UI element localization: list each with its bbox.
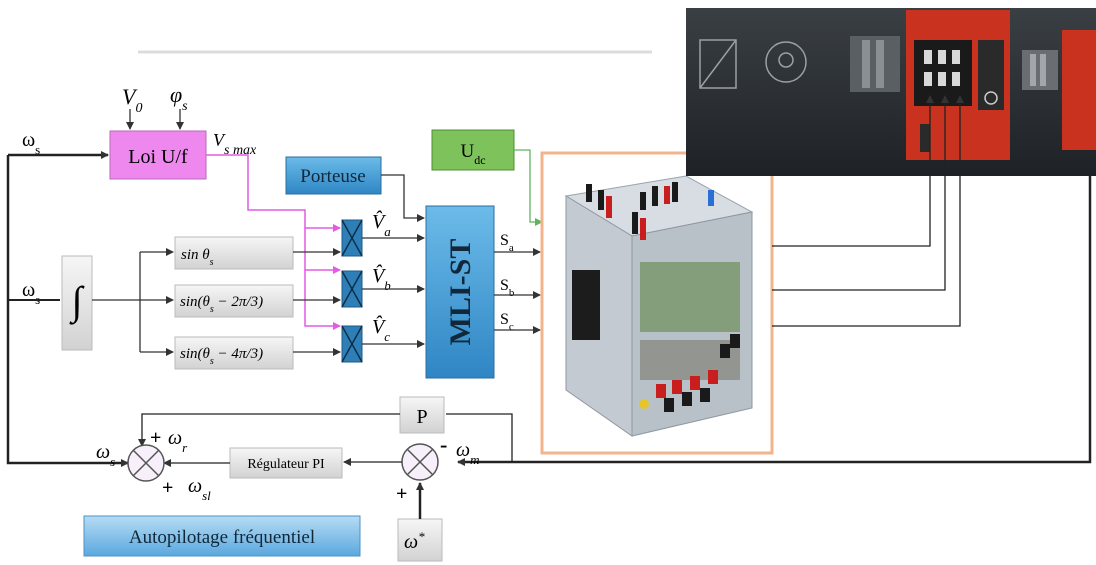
autopilotage-label: Autopilotage fréquentiel	[129, 527, 315, 548]
wsl-label: ω	[188, 475, 202, 497]
pi-regulator-label: Régulateur PI	[247, 457, 325, 472]
comparator-minus-sign: -	[440, 432, 447, 457]
omega-ref-label: ω	[404, 531, 418, 553]
vsmax-line-b	[305, 228, 340, 270]
svg-text:V̂a: V̂a	[372, 210, 391, 239]
svg-text:ωs: ωs	[22, 279, 40, 307]
porteuse-label: Porteuse	[300, 166, 365, 187]
sin-c-label: sin(θ	[180, 346, 211, 362]
svg-text:V0: V0	[122, 84, 142, 116]
sin-b-tail: − 2π/3)	[214, 294, 263, 310]
phis-label: φ	[170, 82, 182, 107]
sum-plus-bottom: +	[162, 477, 173, 499]
sc-sub: c	[509, 321, 514, 333]
svg-text:Sb: Sb	[500, 277, 515, 299]
udc-arrow	[514, 150, 542, 222]
p-label: P	[416, 406, 427, 428]
ws-sum-label: ω	[96, 441, 110, 463]
phis-sub: s	[182, 99, 188, 114]
sb-sub: b	[509, 287, 515, 299]
comparator-plus-sign: +	[396, 483, 407, 505]
vc-sub: c	[384, 329, 390, 344]
sin-b-label: sin(θ	[180, 294, 211, 310]
sin-c-tail: − 4π/3)	[214, 346, 263, 362]
loi-uf-label: Loi U/f	[128, 146, 188, 168]
multiplier-c	[342, 326, 362, 362]
svg-text:φs: φs	[170, 82, 188, 114]
svg-text:ωs: ωs	[96, 441, 115, 469]
ws-mid-label: ω	[22, 279, 35, 301]
sa-label: S	[500, 232, 509, 249]
inverter-image	[542, 153, 772, 453]
udc-sub: dc	[474, 153, 485, 167]
omega-ref-sup: *	[418, 529, 425, 544]
sum-plus-top: +	[150, 427, 161, 449]
svg-text:Sa: Sa	[500, 232, 514, 254]
wsl-sub: sl	[202, 488, 211, 503]
porteuse-arrow	[381, 175, 424, 218]
svg-text:ωsl: ωsl	[188, 475, 211, 503]
mli-st-label: MLI-ST	[444, 239, 477, 346]
wm-sub: m	[470, 452, 479, 467]
svg-text:ωs: ωs	[22, 129, 40, 157]
sin-a-sub: s	[210, 257, 214, 268]
sin-a-label: sin θ	[181, 247, 210, 263]
sc-label: S	[500, 311, 509, 328]
comparator-slip	[128, 445, 164, 481]
multiplier-a	[342, 220, 362, 256]
svg-text:Vs max: Vs max	[213, 130, 257, 158]
vb-sub: b	[384, 278, 391, 293]
svg-text:ωr: ωr	[168, 427, 188, 455]
ws-sum-sub: s	[110, 454, 115, 469]
svg-text:V̂c: V̂c	[372, 315, 390, 344]
wr-sub: r	[182, 440, 188, 455]
vsmax-line-c	[305, 270, 340, 326]
svg-text:V̂b: V̂b	[372, 264, 391, 293]
wm-label: ω	[456, 439, 470, 461]
udc-label: U	[460, 141, 474, 162]
comparator-speed	[402, 444, 438, 480]
motor-image	[686, 8, 1096, 176]
multiplier-b	[342, 271, 362, 307]
v0-sub: 0	[135, 101, 142, 116]
sb-label: S	[500, 277, 509, 294]
va-sub: a	[384, 224, 391, 239]
ws-top-label: ω	[22, 129, 35, 151]
wr-label: ω	[168, 427, 182, 449]
